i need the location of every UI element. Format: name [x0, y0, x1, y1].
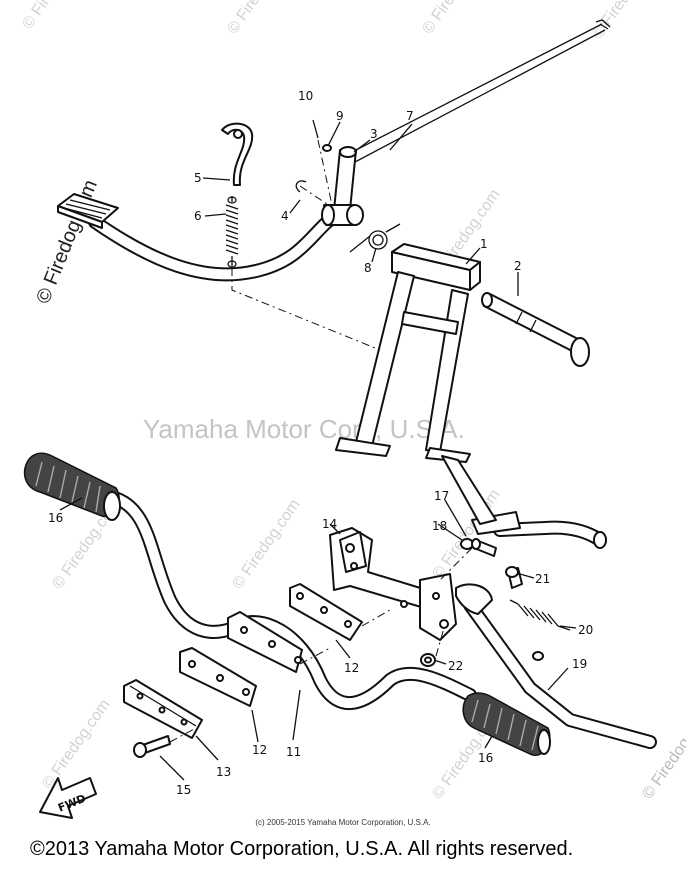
callout-1: 1 [480, 237, 488, 251]
assembly-guides-upper [231, 139, 381, 351]
callout-21: 21 [535, 572, 550, 586]
part-6-spring [225, 196, 239, 268]
callout-8: 8 [364, 261, 372, 275]
watermark-layer: © Firedog.com © Firedog.com © Firedog.co… [19, 0, 686, 802]
stand-foot-pipe [441, 455, 607, 549]
callout-17: 17 [434, 489, 449, 503]
callout-14: 14 [322, 517, 337, 531]
part-5-hook [221, 122, 254, 186]
watermark-center: Yamaha Motor Corp, U.S.A. [143, 414, 465, 444]
part-22-nut [420, 653, 436, 667]
part-12-plate-lower [179, 647, 257, 707]
part-4-clip [295, 180, 307, 193]
part-17-bolt [471, 538, 497, 557]
part-16-grip-right [462, 692, 551, 756]
watermark-tile: © Firedog.com [419, 0, 493, 37]
part-12-plate-mid [227, 611, 303, 673]
callout-16-left: 16 [48, 511, 63, 525]
callout-22: 22 [448, 659, 463, 673]
part-7-rod [351, 19, 611, 163]
watermark-side: © Firedog.com [32, 177, 102, 307]
watermark-tile: © Firedog.com [39, 696, 113, 792]
callout-11: 11 [286, 745, 301, 759]
part-8-spring [349, 223, 401, 253]
watermark-tile: © Firedog.com [224, 0, 298, 37]
part-9-washer [322, 144, 332, 152]
watermark-side: © Firedog.com [639, 706, 686, 802]
part-3-lever [321, 146, 364, 226]
watermark-tile: © Firedog.com [19, 0, 93, 32]
fwd-arrow: FWD [39, 777, 97, 819]
callout-12-upper: 12 [344, 661, 359, 675]
callout-18: 18 [432, 519, 447, 533]
callout-19: 19 [572, 657, 587, 671]
small-copyright: (c) 2005-2015 Yamaha Motor Corporation, … [255, 818, 431, 827]
callout-6: 6 [194, 209, 202, 223]
part-12-plate-upper [289, 583, 363, 641]
callout-7: 7 [406, 109, 414, 123]
part-13-clamp [123, 679, 203, 739]
part-2-shaft [481, 292, 590, 367]
callout-labels: 1 2 3 4 5 6 7 8 9 10 11 12 12 13 14 15 1… [48, 89, 593, 797]
callout-10: 10 [298, 89, 313, 103]
part-1-main-stand [335, 243, 481, 463]
part-10-pin [312, 119, 319, 139]
callout-16-right: 16 [478, 751, 493, 765]
callout-20: 20 [578, 623, 593, 637]
callout-13: 13 [216, 765, 231, 779]
callout-4: 4 [281, 209, 289, 223]
part-14-bracket [329, 527, 457, 641]
callout-2: 2 [514, 259, 522, 273]
part-15-bolt [133, 735, 171, 758]
part-19-side-stand [455, 583, 657, 749]
callout-5: 5 [194, 171, 202, 185]
assembly-guides-lower [169, 547, 473, 743]
footer-copyright: ©2013 Yamaha Motor Corporation, U.S.A. A… [30, 838, 574, 860]
leader-lines [59, 121, 577, 781]
callout-3: 3 [370, 127, 378, 141]
part-20-spring [509, 599, 571, 631]
brake-pedal [57, 193, 347, 282]
part-16-grip-left [23, 452, 121, 521]
callout-15: 15 [176, 783, 191, 797]
part-21-bolt [505, 566, 523, 589]
callout-12-lower: 12 [252, 743, 267, 757]
watermark-tile: © Firedog.com [229, 496, 303, 592]
part-11-footrest-bar [108, 491, 477, 710]
callout-9: 9 [336, 109, 344, 123]
